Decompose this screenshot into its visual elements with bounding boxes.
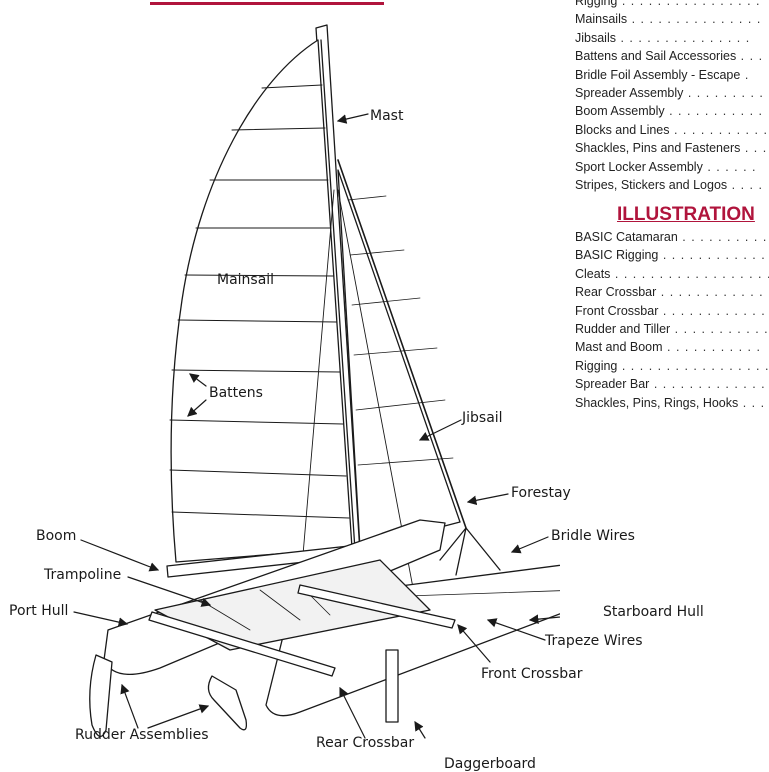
list-item[interactable]: Stripes, Stickers and Logos . . . . — [575, 177, 763, 192]
list-item[interactable]: Rigging . . . . . . . . . . . . . . . . — [575, 0, 761, 8]
list-item[interactable]: Mast and Boom . . . . . . . . . . . — [575, 340, 761, 355]
rear-crossbar-shape — [148, 611, 336, 677]
label-forestay: Forestay — [511, 485, 571, 501]
mainsail-shape — [170, 39, 353, 563]
list-item[interactable]: BASIC Rigging . . . . . . . . . . . . — [575, 248, 766, 263]
list-item[interactable]: Bridle Foil Assembly - Escape . — [575, 67, 750, 82]
list-item[interactable]: BASIC Catamaran . . . . . . . . . . — [575, 230, 768, 244]
label-battens: Battens — [209, 385, 263, 401]
label-boom: Boom — [36, 528, 77, 544]
list-item[interactable]: Battens and Sail Accessories . . . — [575, 49, 764, 64]
label-bridle-wires: Bridle Wires — [551, 528, 635, 544]
rudder-port-shape — [89, 654, 113, 737]
daggerboard-shape — [385, 649, 399, 723]
list-item[interactable]: Spreader Bar . . . . . . . . . . . . . . — [575, 377, 769, 392]
label-mainsail: Mainsail — [217, 272, 275, 288]
illustrations-list: BASIC Catamaran . . . . . . . . . . BASI… — [575, 228, 769, 412]
list-item[interactable]: Jibsails . . . . . . . . . . . . . . . — [575, 30, 751, 45]
list-item[interactable]: Rigging . . . . . . . . . . . . . . . . … — [575, 358, 769, 373]
list-item[interactable]: Sport Locker Assembly . . . . . . — [575, 159, 757, 174]
label-jibsail: Jibsail — [462, 410, 503, 426]
label-starboard-hull: Starboard Hull — [603, 604, 704, 620]
illustrations-heading: ILLUSTRATION — [617, 204, 755, 225]
list-item[interactable]: Rudder and Tiller . . . . . . . . . . . — [575, 321, 769, 336]
callout-arrows — [73, 113, 560, 739]
label-trapeze-wires: Trapeze Wires — [545, 633, 643, 649]
list-item[interactable]: Spreader Assembly . . . . . . . . . — [575, 85, 764, 100]
rudder-starboard-shape — [207, 675, 248, 731]
list-item[interactable]: Front Crossbar . . . . . . . . . . . . — [575, 303, 766, 318]
label-daggerboard: Daggerboard — [444, 756, 536, 772]
list-item[interactable]: Rear Crossbar . . . . . . . . . . . . — [575, 285, 764, 300]
bridle-wires-shape — [439, 527, 501, 576]
label-port-hull: Port Hull — [9, 603, 69, 619]
label-rear-crossbar: Rear Crossbar — [316, 735, 415, 751]
list-item[interactable]: Shackles, Pins, Rings, Hooks . . . — [575, 395, 766, 410]
label-mast: Mast — [370, 108, 404, 124]
front-crossbar-shape — [297, 584, 456, 629]
list-item[interactable]: Blocks and Lines . . . . . . . . . . . — [575, 122, 768, 137]
catamaran-diagram — [73, 24, 560, 739]
jibsail-shape — [337, 169, 461, 549]
label-rudder-assemblies: Rudder Assemblies — [75, 727, 209, 743]
forestay-wire — [337, 159, 467, 529]
list-item[interactable]: Shackles, Pins and Fasteners . . . — [575, 141, 768, 156]
header-rule — [150, 2, 384, 5]
list-item[interactable]: Mainsails . . . . . . . . . . . . . . . — [575, 12, 762, 27]
list-item[interactable]: Boom Assembly . . . . . . . . . . . — [575, 104, 764, 119]
label-front-crossbar: Front Crossbar — [481, 666, 583, 682]
label-trampoline: Trampoline — [44, 567, 122, 583]
parts-list: Rigging . . . . . . . . . . . . . . . . … — [575, 0, 769, 194]
list-item[interactable]: Cleats . . . . . . . . . . . . . . . . .… — [575, 266, 769, 281]
